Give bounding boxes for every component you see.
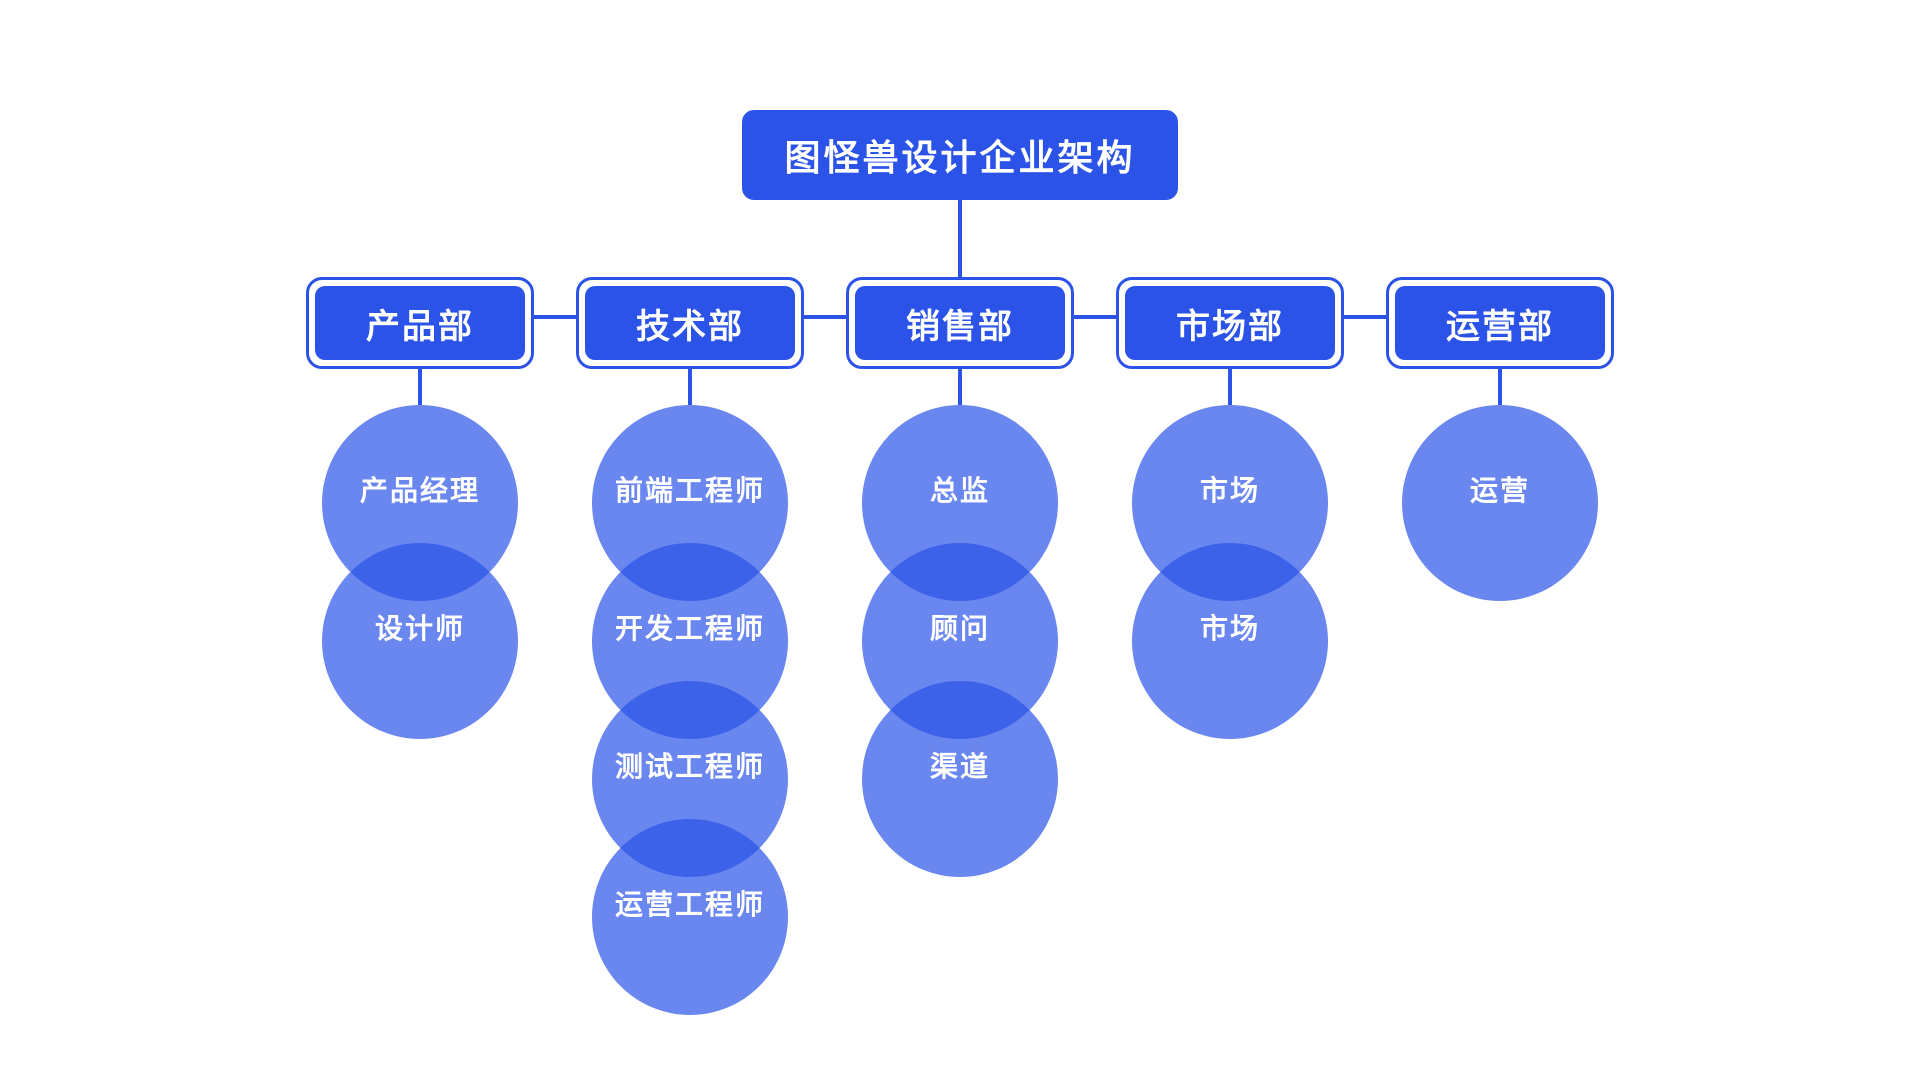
role-stack: 总监 顾问 渠道 [862,405,1058,877]
department-node-fill: 市场部 [1125,286,1335,360]
role-node: 设计师 [322,543,518,739]
root-node-label: 图怪兽设计企业架构 [784,137,1136,178]
department-node-label: 产品部 [366,307,474,346]
department-row: 产品部 产品经理 设计师 技术部 前端工程师 开发工程师 测试工程师 运营工程师 [306,277,1614,1015]
department-node-fill: 产品部 [315,286,525,360]
department-node: 技术部 [531,277,804,369]
role-node-label: 运营 [1469,474,1530,507]
department-node: 运营部 [1341,277,1614,369]
role-node: 渠道 [862,681,1058,877]
role-node-label: 顾问 [929,612,990,645]
department-connector-line [1498,369,1502,405]
department-node: 市场部 [1071,277,1344,369]
role-node: 市场 [1132,543,1328,739]
role-stack: 产品经理 设计师 [322,405,518,739]
department-column: 产品部 产品经理 设计师 [306,277,534,1015]
department-column: 销售部 总监 顾问 渠道 [801,277,1074,1015]
department-node: 产品部 [306,277,534,369]
role-stack: 运营 [1402,405,1598,601]
department-connector-line [688,369,692,405]
role-node-label: 开发工程师 [614,612,765,645]
department-node-fill: 销售部 [855,286,1065,360]
department-column: 运营部 运营 [1341,277,1614,1015]
department-node: 销售部 [801,277,1074,369]
role-node-label: 产品经理 [359,474,480,507]
role-node-label: 市场 [1199,612,1260,645]
role-node-label: 总监 [929,474,990,507]
role-node-label: 设计师 [374,612,465,645]
department-node-label: 销售部 [906,307,1014,346]
root-node: 图怪兽设计企业架构 [742,110,1178,200]
role-node-label: 前端工程师 [614,474,765,507]
department-node-fill: 技术部 [585,286,795,360]
role-stack: 市场 市场 [1132,405,1328,739]
role-stack: 前端工程师 开发工程师 测试工程师 运营工程师 [592,405,788,1015]
department-node-fill: 运营部 [1395,286,1605,360]
role-node-label: 市场 [1199,474,1260,507]
department-node-label: 市场部 [1176,307,1284,346]
role-node: 运营工程师 [592,819,788,1015]
department-connector-line [418,369,422,405]
department-column: 技术部 前端工程师 开发工程师 测试工程师 运营工程师 [531,277,804,1015]
department-connector-line [1228,369,1232,405]
root-connector-line [958,200,962,277]
role-node-label: 渠道 [929,750,990,783]
role-node-label: 测试工程师 [614,750,765,783]
role-node-label: 运营工程师 [614,888,765,921]
department-node-label: 技术部 [636,307,744,346]
department-column: 市场部 市场 市场 [1071,277,1344,1015]
department-node-label: 运营部 [1446,307,1554,346]
department-connector-line [958,369,962,405]
role-node: 运营 [1402,405,1598,601]
